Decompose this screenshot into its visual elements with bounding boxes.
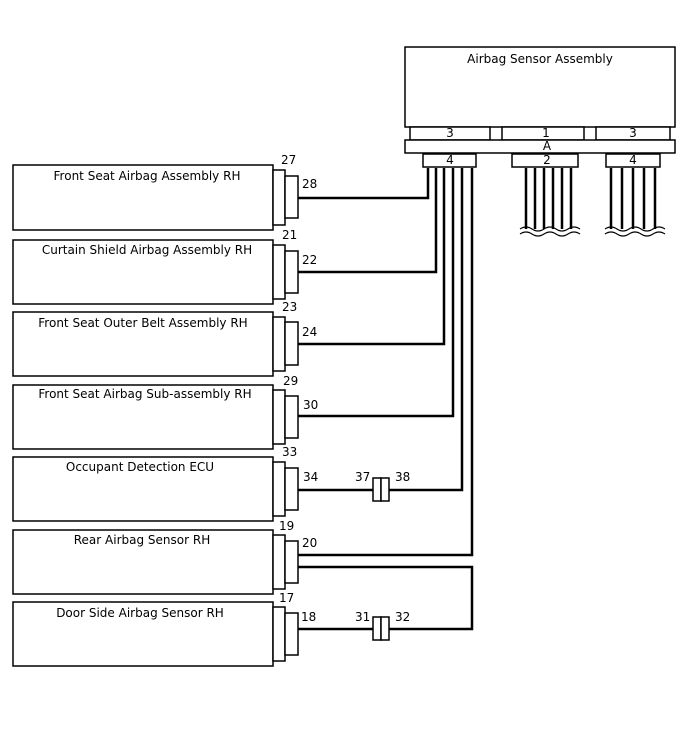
component-name: Curtain Shield Airbag Assembly RH [42, 243, 252, 257]
connector-plug [284, 612, 299, 656]
connector-housing [272, 534, 286, 590]
component-name: Door Side Airbag Sensor RH [56, 606, 224, 620]
wire-curtain-shield-airbag [298, 168, 438, 274]
connector-bottom-right [605, 153, 661, 168]
junction-pin-right: 38 [395, 470, 410, 484]
pin-number: 23 [282, 300, 297, 314]
component-curtain-shield-airbag-assembly: Curtain Shield Airbag Assembly RH 21 22 [12, 228, 317, 305]
airbag-sensor-assembly: Airbag Sensor Assembly 3 1 3 A 4 2 4 [404, 46, 676, 168]
connector-bar [404, 139, 676, 154]
connector-bottom-middle [511, 153, 579, 168]
wire-front-seat-outer-belt [298, 168, 446, 346]
junction-pin-left: 31 [355, 610, 370, 624]
connector-plug [284, 395, 299, 439]
connector-housing [272, 169, 286, 226]
connector-plug [284, 175, 299, 219]
connector-plug [284, 540, 299, 584]
connector-housing [272, 461, 286, 517]
connector-top-right-label: 3 [629, 126, 637, 140]
component-front-seat-airbag-sub-assembly: Front Seat Airbag Sub-assembly RH 29 30 [12, 374, 318, 450]
pin-number: 33 [282, 445, 297, 459]
component-name: Occupant Detection ECU [66, 460, 214, 474]
pin-number: 27 [281, 153, 296, 167]
pin-number: 22 [302, 253, 317, 267]
connector-housing [272, 316, 286, 372]
wiring-harness [298, 168, 474, 631]
wire-door-side-airbag-sensor [298, 565, 474, 631]
connector-housing [272, 606, 286, 662]
connector-bar-label: A [543, 139, 552, 153]
connector-bottom-middle-label: 2 [543, 153, 551, 167]
connector-plug [284, 467, 299, 511]
junction-connector-37-38: 37 38 [355, 470, 410, 502]
junction-connector-31-32: 31 32 [355, 610, 410, 641]
connector-bottom-left-label: 4 [446, 153, 454, 167]
connector-bottom-right-label: 4 [629, 153, 637, 167]
component-front-seat-airbag-assembly: Front Seat Airbag Assembly RH 27 28 [12, 153, 317, 231]
connector-housing [272, 244, 286, 300]
sensor-title: Airbag Sensor Assembly [467, 52, 613, 66]
connector-plug [284, 321, 299, 366]
pin-number: 19 [279, 519, 294, 533]
connector-plug [284, 250, 299, 294]
wire-bundle-right [604, 168, 666, 237]
pin-number: 28 [302, 177, 317, 191]
component-rear-airbag-sensor: Rear Airbag Sensor RH 19 20 [12, 519, 317, 595]
component-name: Rear Airbag Sensor RH [74, 533, 210, 547]
wire-occupant-detection-ecu [298, 168, 464, 492]
connector-top-left-label: 3 [446, 126, 454, 140]
junction-pin-left: 37 [355, 470, 370, 484]
connector-bottom-left [422, 153, 477, 168]
wire-front-seat-airbag-sub [298, 168, 455, 418]
component-front-seat-outer-belt-assembly: Front Seat Outer Belt Assembly RH 23 24 [12, 300, 317, 377]
wire-rear-airbag-sensor [298, 168, 474, 557]
wire-bundle-middle [519, 168, 581, 237]
connector-housing [272, 389, 286, 445]
pin-number: 29 [283, 374, 298, 388]
component-name: Front Seat Airbag Sub-assembly RH [38, 387, 251, 401]
pin-number: 34 [303, 470, 318, 484]
wire-front-seat-airbag [298, 168, 430, 200]
junction-pin-right: 32 [395, 610, 410, 624]
component-name: Front Seat Airbag Assembly RH [54, 169, 241, 183]
pin-number: 24 [302, 325, 317, 339]
pin-number: 21 [282, 228, 297, 242]
sensor-body [404, 46, 676, 128]
pin-number: 17 [279, 591, 294, 605]
component-door-side-airbag-sensor: Door Side Airbag Sensor RH 17 18 [12, 591, 316, 667]
component-name: Front Seat Outer Belt Assembly RH [38, 316, 247, 330]
component-occupant-detection-ecu: Occupant Detection ECU 33 34 [12, 445, 318, 522]
pin-number: 30 [303, 398, 318, 412]
connector-top-middle-label: 1 [542, 126, 550, 140]
pin-number: 20 [302, 536, 317, 550]
pin-number: 18 [301, 610, 316, 624]
